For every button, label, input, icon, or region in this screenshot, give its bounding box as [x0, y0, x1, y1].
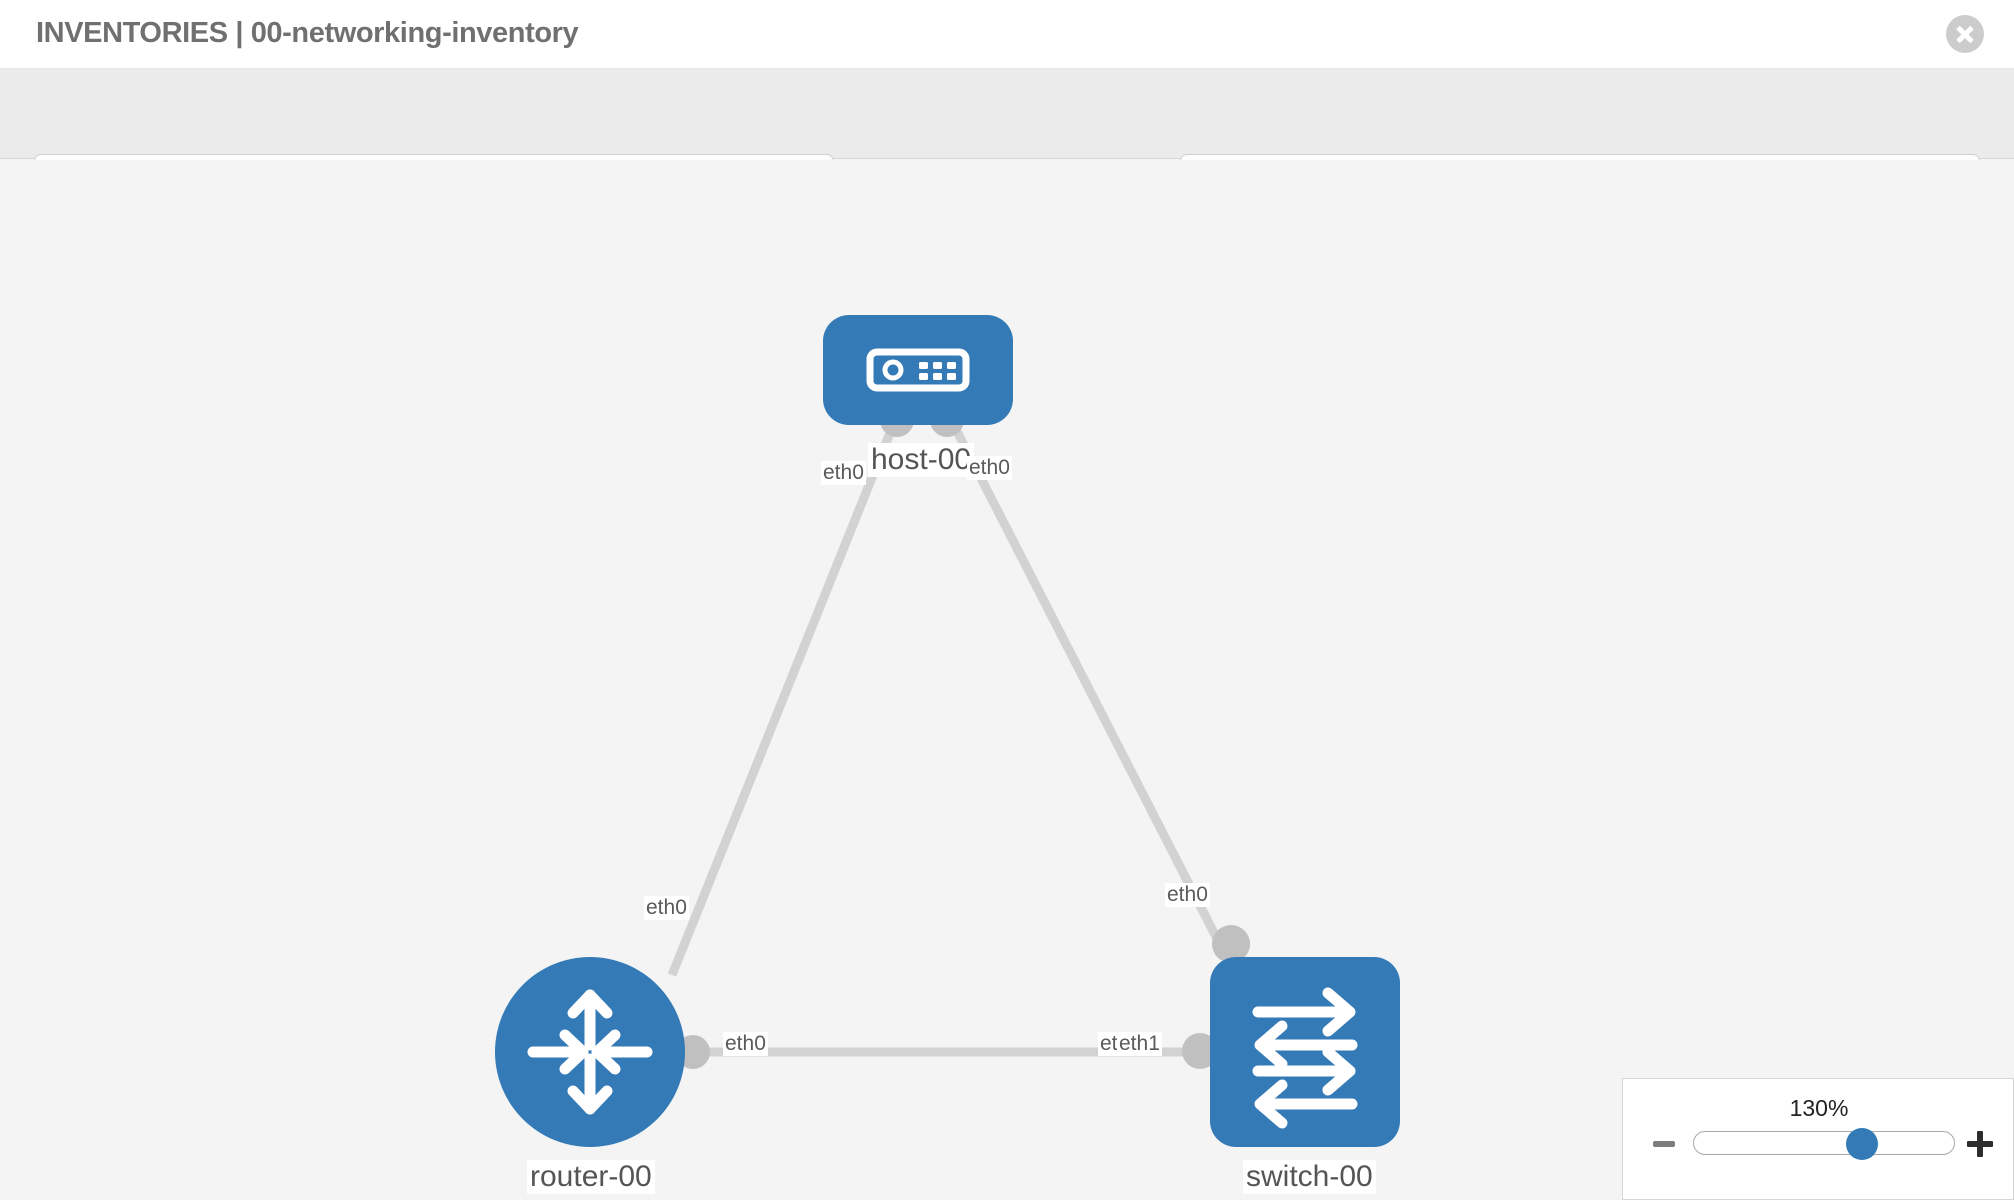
zoom-level-label: 130%: [1789, 1095, 1849, 1121]
node-label-host-00: host-00: [868, 443, 975, 477]
switch-icon: [1252, 987, 1358, 1129]
connector-dot-switch-top[interactable]: [1212, 925, 1250, 963]
node-router-00[interactable]: [495, 957, 685, 1147]
zoom-out-button[interactable]: [1653, 1141, 1675, 1147]
zoom-control-panel: 130%: [1622, 1078, 2014, 1200]
node-host-00[interactable]: [823, 315, 1013, 425]
close-icon[interactable]: [1946, 15, 1984, 53]
node-label-switch-00: switch-00: [1243, 1160, 1376, 1194]
iface-label-switch-left-front: eth1: [1117, 1032, 1162, 1056]
iface-label-router-up: eth0: [644, 896, 689, 920]
link-router-host[interactable]: [667, 406, 905, 977]
iface-label-switch-up: eth0: [1165, 883, 1210, 907]
server-icon: [866, 348, 970, 392]
topology-canvas[interactable]: host-00 router-00 switch-00 eth0 eth0 et…: [0, 160, 2014, 1200]
zoom-in-button[interactable]: [1967, 1131, 1993, 1157]
toolbar: ACTIONS SEARCH: [0, 69, 2014, 207]
node-switch-00[interactable]: [1210, 957, 1400, 1147]
page-title: INVENTORIES | 00-networking-inventory: [36, 17, 579, 49]
node-label-router-00: router-00: [527, 1160, 655, 1194]
link-host-switch[interactable]: [940, 405, 1237, 971]
page-header: INVENTORIES | 00-networking-inventory: [0, 0, 2014, 69]
iface-label-host-left: eth0: [821, 461, 866, 485]
zoom-slider-track[interactable]: [1693, 1131, 1955, 1155]
zoom-slider-thumb[interactable]: [1846, 1128, 1878, 1160]
router-icon: [527, 989, 653, 1115]
iface-label-host-right: eth0: [967, 456, 1012, 480]
iface-label-router-right: eth0: [723, 1032, 768, 1056]
